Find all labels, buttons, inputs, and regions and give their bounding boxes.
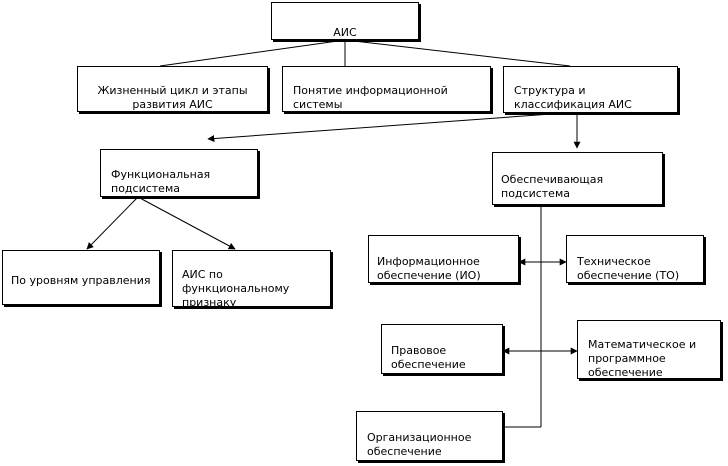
node-tech: Техническое обеспечение (ТО) bbox=[566, 235, 704, 283]
node-structure: Структура и классификация АИС bbox=[503, 66, 678, 113]
node-concept: Понятие информационной системы bbox=[282, 66, 491, 112]
node-legal-label: Правовое обеспечение bbox=[391, 344, 466, 371]
node-root: АИС bbox=[271, 2, 419, 40]
connector-root-structure bbox=[344, 39, 571, 67]
node-structure-label: Структура и классификация АИС bbox=[514, 84, 632, 111]
node-info-label: Информационное обеспечение (ИО) bbox=[377, 255, 481, 282]
node-root-label: АИС bbox=[333, 26, 357, 39]
node-math: Математическое и программное обеспечение bbox=[577, 320, 721, 379]
node-legal: Правовое обеспечение bbox=[381, 324, 503, 374]
node-by-levels: По уровням управления bbox=[2, 250, 160, 305]
node-lifecycle: Жизненный цикл и этапы развития АИС bbox=[77, 66, 268, 112]
node-info: Информационное обеспечение (ИО) bbox=[368, 235, 519, 283]
node-org: Организационное обеспечение bbox=[356, 411, 503, 461]
node-support-label: Обеспечивающая подсистема bbox=[501, 173, 604, 200]
node-org-label: Организационное обеспечение bbox=[367, 431, 472, 458]
node-functional: Функциональная подсистема bbox=[100, 149, 258, 197]
node-support: Обеспечивающая подсистема bbox=[492, 152, 663, 205]
node-functional-label: Функциональная подсистема bbox=[111, 168, 211, 195]
node-by-function: АИС по функциональному признаку bbox=[172, 250, 331, 309]
node-tech-label: Техническое обеспечение (ТО) bbox=[577, 255, 680, 282]
node-lifecycle-label: Жизненный цикл и этапы развития АИС bbox=[97, 84, 248, 111]
node-by-function-label: АИС по функциональному признаку bbox=[182, 268, 290, 309]
connector-functional-levels bbox=[86, 196, 139, 250]
connector-functional-byfunction bbox=[137, 196, 236, 250]
node-by-levels-label: По уровням управления bbox=[11, 274, 151, 287]
node-math-label: Математическое и программное обеспечение bbox=[588, 338, 697, 379]
connector-root-lifecycle bbox=[159, 39, 346, 67]
connector-structure-functional bbox=[207, 112, 566, 143]
node-concept-label: Понятие информационной системы bbox=[293, 84, 448, 111]
